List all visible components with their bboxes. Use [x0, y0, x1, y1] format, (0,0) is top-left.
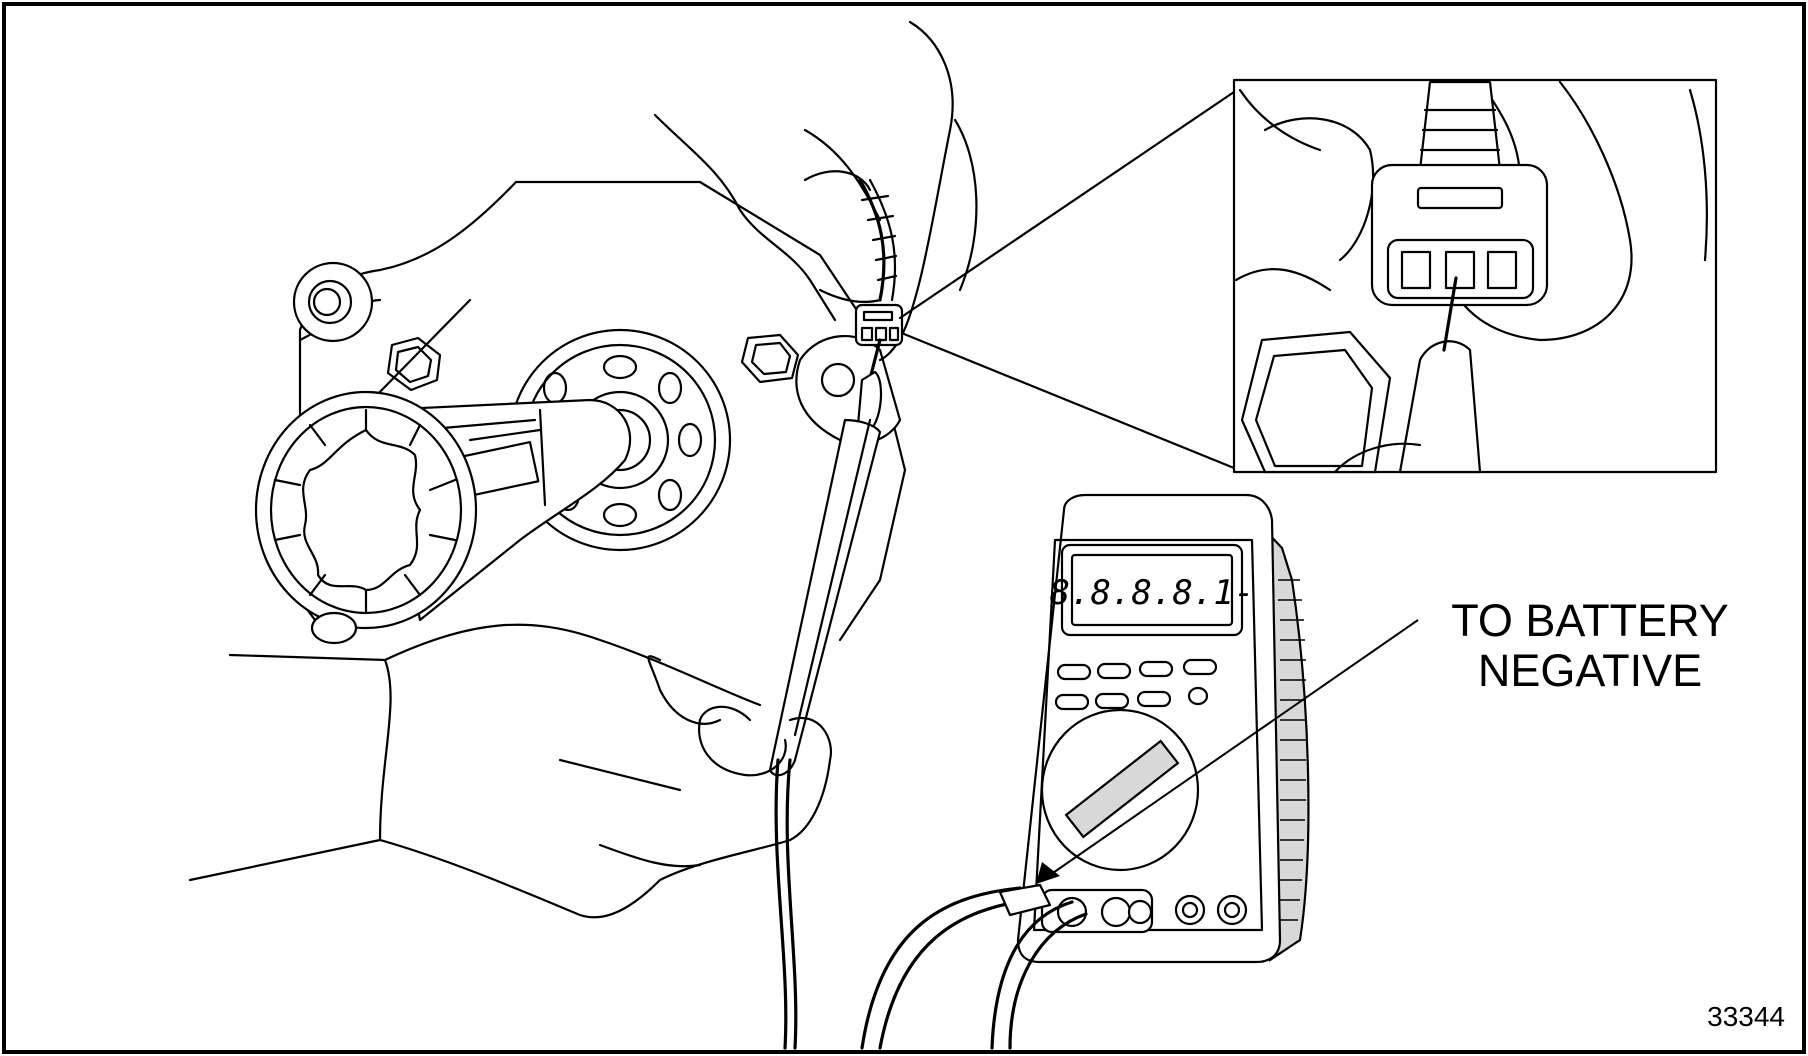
callout-line-1: TO BATTERY	[1451, 595, 1729, 646]
callout-leader-line	[1049, 619, 1419, 876]
callout-arrowhead	[1036, 862, 1060, 884]
figure-number: 33344	[1707, 1001, 1785, 1032]
probe-icon	[768, 338, 883, 1050]
inset-detail	[898, 78, 1718, 474]
meter-display-reading: 8.8.8.8.1-	[1050, 573, 1255, 613]
callout-line-2: NEGATIVE	[1478, 645, 1702, 696]
upper-hand-illustration	[653, 20, 978, 362]
connector-icon	[854, 303, 904, 347]
callout: TO BATTERY NEGATIVE	[1036, 595, 1729, 884]
lower-hand-illustration	[188, 623, 833, 919]
multimeter-icon: 8.8.8.8.1-	[860, 493, 1310, 1050]
